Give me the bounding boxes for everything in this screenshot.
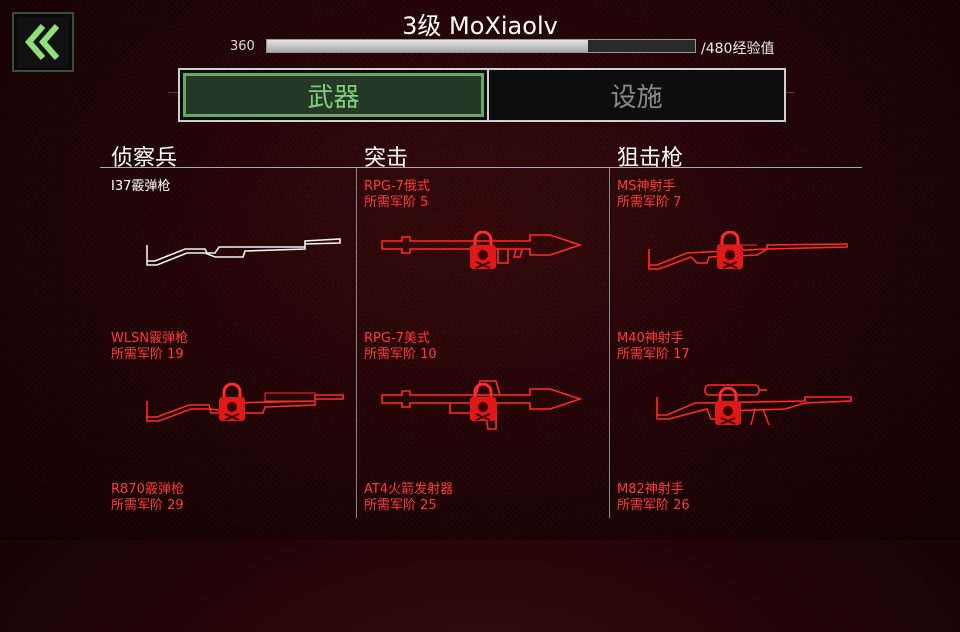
weapon-name: M82神射手 [617,482,684,497]
tab-facilities[interactable]: 设施 [487,70,784,120]
xp-current: 360 [230,39,255,54]
header-divider [100,167,862,168]
weapon-item[interactable]: I37霰弹枪 [111,179,351,329]
padlock-skull-icon [470,231,496,269]
weapon-item[interactable]: AT4火箭发射器 所需军阶 25 [364,482,604,632]
weapon-name: R870霰弹枪 [111,482,184,497]
tab-frame-decoration [168,92,178,93]
tab-bar: 武器 设施 [178,68,786,122]
weapon-requirement: 所需军阶 19 [111,347,184,362]
double-chevron-left-icon [25,24,60,60]
xp-max-label: /480经验值 [701,41,775,57]
column-header-sniper: 狙击枪 [617,146,684,171]
weapon-name: WLSN霰弹枪 [111,331,189,346]
weapon-name: RPG-7俄式 [364,179,430,194]
weapon-name: I37霰弹枪 [111,179,171,194]
weapon-item[interactable]: MS神射手 所需军阶 7 [617,179,857,329]
back-button[interactable] [12,12,74,72]
weapon-name: MS神射手 [617,179,676,194]
sniper-rifle-icon [648,243,848,270]
xp-progress-bar [266,39,696,53]
weapon-requirement: 所需军阶 29 [111,498,184,513]
weapon-name: M40神射手 [617,331,684,346]
weapon-item[interactable]: WLSN霰弹枪 所需军阶 19 [111,331,351,481]
weapon-name: RPG-7美式 [364,331,430,346]
player-level-name: 3级 MoXiaolv [402,12,558,40]
rocket-launcher-icon [381,234,583,264]
weapon-requirement: 所需军阶 17 [617,347,690,362]
weapon-requirement: 所需军阶 7 [617,195,682,210]
padlock-skull-icon [715,387,741,425]
weapon-item[interactable]: M40神射手 所需军阶 17 [617,331,857,481]
weapon-item[interactable]: M82神射手 所需军阶 26 [617,482,857,632]
weapon-requirement: 所需军阶 5 [364,195,429,210]
padlock-skull-icon [219,383,245,421]
tab-weapons[interactable]: 武器 [183,73,484,117]
weapon-item[interactable]: R870霰弹枪 所需军阶 29 [111,482,351,632]
column-header-assault: 突击 [364,146,409,171]
xp-progress-fill [267,40,588,52]
weapon-name: AT4火箭发射器 [364,482,454,497]
column-divider [356,168,357,518]
shotgun-icon [146,392,344,422]
padlock-skull-icon [470,383,496,421]
weapon-requirement: 所需军阶 26 [617,498,690,513]
column-divider [609,168,610,518]
weapon-requirement: 所需军阶 10 [364,347,437,362]
shotgun-icon [146,238,341,266]
column-header-scout: 侦察兵 [111,146,178,171]
weapon-item[interactable]: RPG-7美式 所需军阶 10 [364,331,604,481]
weapon-item[interactable]: RPG-7俄式 所需军阶 5 [364,179,604,329]
weapon-requirement: 所需军阶 25 [364,498,437,513]
sniper-rifle-icon [656,384,852,426]
padlock-skull-icon [717,231,743,269]
tab-frame-decoration [782,92,794,93]
